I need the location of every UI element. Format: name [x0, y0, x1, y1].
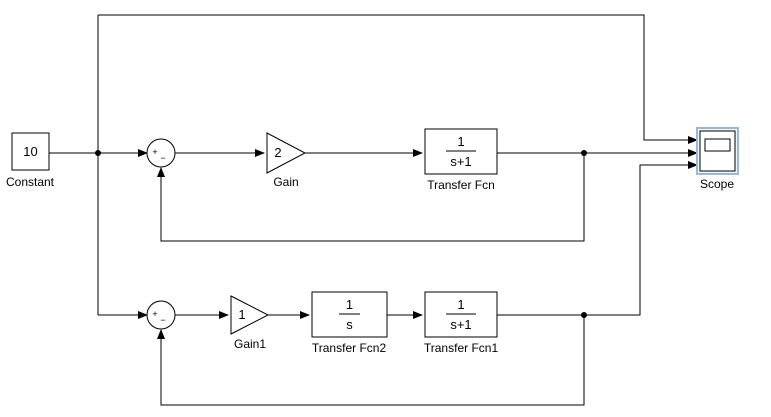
transfer-fcn1-denominator: s+1	[450, 317, 471, 332]
transfer-fcn2-denominator: s	[346, 317, 353, 332]
transfer-fcn1-label: Transfer Fcn1	[424, 341, 499, 355]
sum-bottom-minus-sign: −	[160, 315, 165, 325]
signal-feedback-bottom[interactable]	[157, 315, 585, 406]
gain-label: Gain	[273, 175, 298, 189]
signal-lines	[49, 14, 698, 406]
sum-top-plus-sign: +	[152, 147, 157, 157]
constant-value: 10	[23, 144, 37, 159]
branch-point	[581, 150, 587, 156]
transfer-fcn-label: Transfer Fcn	[427, 178, 495, 192]
gain-block[interactable]: 2	[266, 132, 307, 174]
signal-feedback-top[interactable]	[157, 153, 585, 242]
transfer-fcn2-block[interactable]: 1 s	[311, 291, 388, 338]
signal-constant-to-scope[interactable]	[98, 14, 698, 144]
constant-block[interactable]: 10	[11, 132, 50, 171]
scope-label: Scope	[700, 177, 734, 191]
transfer-fcn-denominator: s+1	[450, 154, 471, 169]
transfer-fcn-numerator: 1	[457, 134, 464, 149]
branch-point	[95, 150, 101, 156]
transfer-fcn-block[interactable]: 1 s+1	[424, 128, 498, 175]
branch-point	[581, 312, 587, 318]
sum-block-top[interactable]: + −	[146, 138, 176, 168]
sum-bottom-plus-sign: +	[152, 309, 157, 319]
sum-block-bottom[interactable]: + −	[146, 300, 176, 330]
scope-block[interactable]	[696, 127, 739, 175]
gain1-label: Gain1	[234, 337, 266, 351]
transfer-fcn1-block[interactable]: 1 s+1	[424, 291, 498, 338]
gain1-block[interactable]: 1	[230, 295, 270, 335]
scope-screen-icon	[704, 138, 731, 152]
constant-label: Constant	[6, 175, 55, 189]
gain-value: 2	[274, 145, 281, 160]
transfer-fcn2-label: Transfer Fcn2	[312, 341, 387, 355]
sum-top-minus-sign: −	[160, 153, 165, 163]
transfer-fcn1-numerator: 1	[457, 297, 464, 312]
transfer-fcn2-numerator: 1	[346, 297, 353, 312]
gain1-value: 1	[238, 307, 245, 322]
signal-tf1-to-scope[interactable]	[497, 161, 698, 316]
